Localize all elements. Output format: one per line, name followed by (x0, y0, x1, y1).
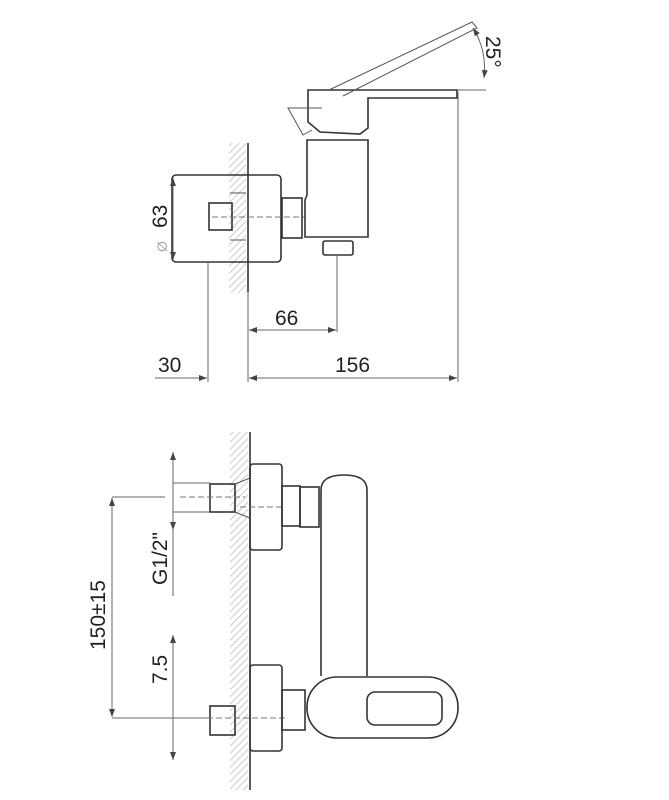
mixer-body (304, 139, 369, 238)
wall-depth-label: 30 (158, 354, 181, 377)
wall-hatch (229, 143, 246, 293)
eccentric-label: 7.5 (149, 655, 172, 684)
wall-hatch (230, 432, 248, 790)
diameter-symbol: Ø (154, 241, 170, 252)
inlet-spacing-label: 150±15 (87, 580, 110, 650)
angle-arc (472, 27, 488, 79)
outlet-offset-label: 66 (275, 307, 298, 330)
front-view: 150±15 G1/2" 7.5 (87, 432, 459, 790)
lever-angle-label: 25° (481, 36, 504, 68)
lower-rosette (249, 664, 283, 752)
lever-base (306, 676, 459, 739)
total-depth-label: 156 (335, 354, 370, 377)
lower-connector (281, 689, 306, 731)
nut-edge (234, 477, 251, 485)
lever-window (366, 691, 443, 726)
upper-nut (209, 483, 236, 513)
rosette-diameter-label: 63 (149, 205, 172, 228)
rosette (171, 174, 282, 263)
outlet (322, 240, 354, 256)
upper-union (299, 486, 320, 528)
side-view: 25° 63 Ø 66 30 156 (149, 21, 504, 382)
thread-label: G1/2" (149, 532, 172, 585)
lever (307, 89, 458, 135)
connector (281, 197, 303, 239)
lever-raised (287, 21, 478, 136)
vertical-body (320, 474, 368, 676)
nut-edge (234, 511, 251, 519)
upper-connector (281, 485, 301, 527)
lower-nut (209, 705, 236, 736)
